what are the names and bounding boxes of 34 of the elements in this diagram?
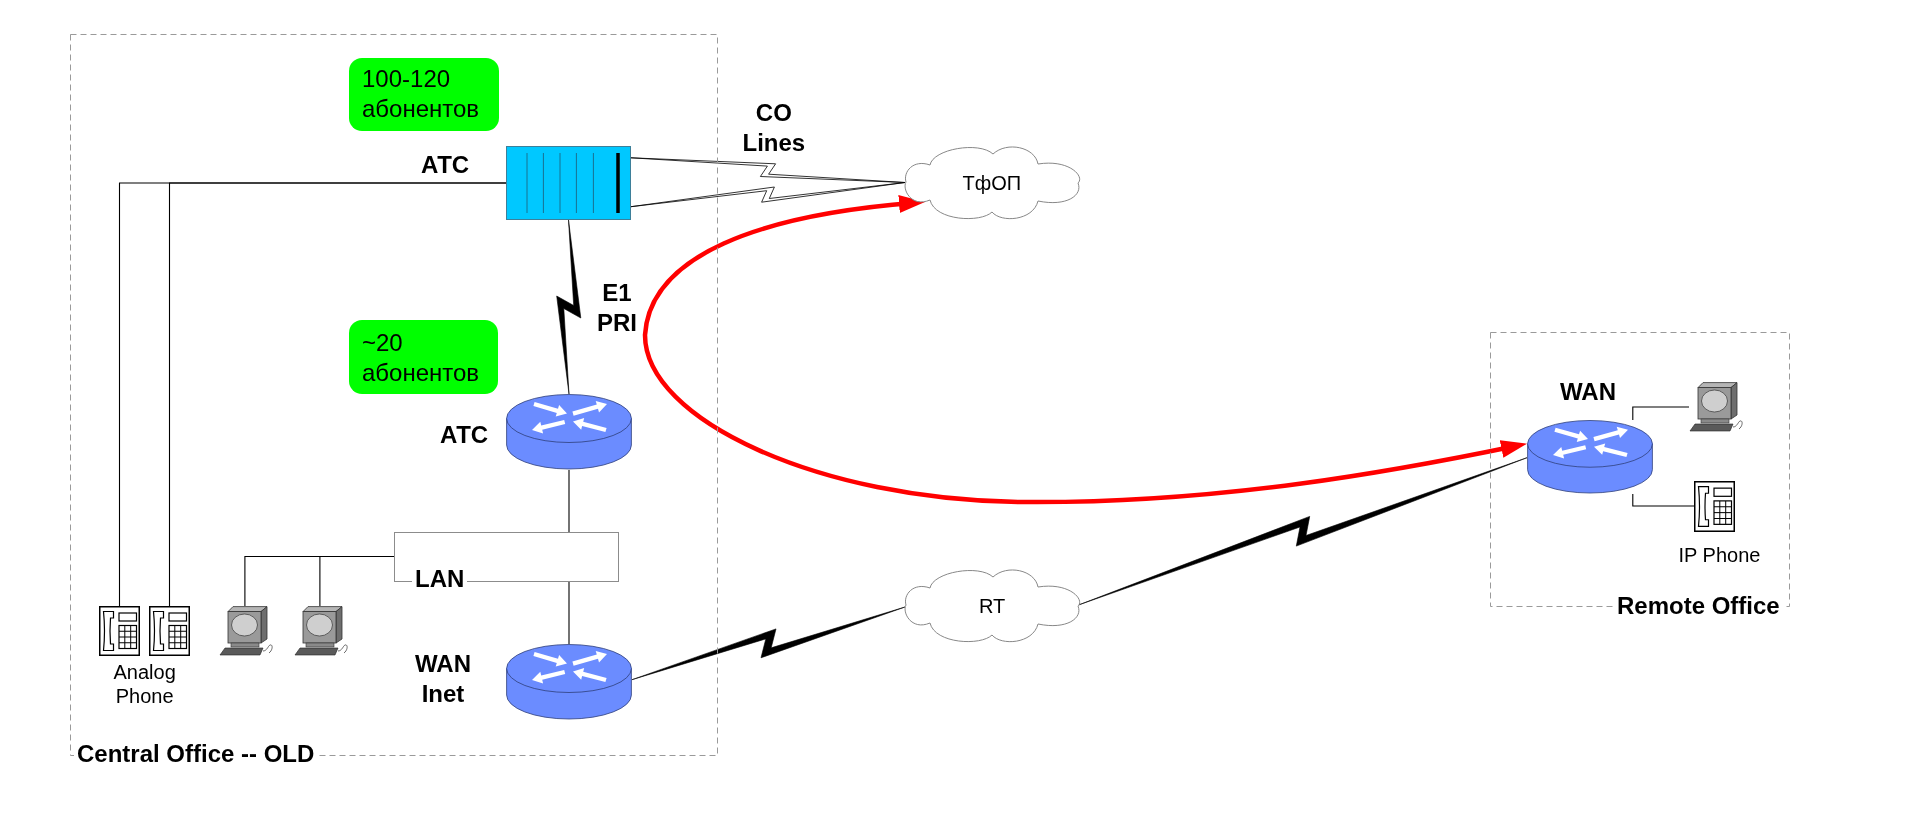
device-label: WAN: [1560, 377, 1616, 407]
device-label: WAN Inet: [415, 649, 471, 709]
desk-phone-icon: [149, 606, 190, 656]
lightning-link: [631, 606, 906, 680]
computer-icon: [294, 606, 348, 656]
connection-line: [568, 469, 570, 533]
router-icon: [506, 394, 632, 470]
note-panel: [349, 58, 499, 131]
connection-line: [1632, 493, 1695, 507]
computer-icon: [219, 606, 273, 656]
device-label: АТС: [440, 420, 489, 450]
note-text: ~20 абонентов: [362, 328, 481, 388]
router-icon: [506, 644, 632, 720]
device-label: АТС: [421, 150, 470, 180]
device-label: Analog Phone: [113, 660, 176, 708]
connection-line: [1632, 406, 1690, 421]
network-cloud: [905, 145, 1079, 220]
lightning-link: [1078, 457, 1528, 606]
desk-phone-icon: [1694, 481, 1735, 532]
desk-phone-icon: [99, 606, 140, 656]
computer-icon: [1689, 382, 1743, 432]
note-panel: [349, 320, 498, 394]
cloud-label: RT: [979, 593, 1006, 618]
router-icon: [1527, 420, 1653, 494]
note-text: 100-120 абонентов: [362, 64, 481, 124]
network-cloud: [905, 568, 1079, 643]
device-label: IP Phone: [1678, 543, 1761, 567]
connection-line: [568, 581, 570, 645]
pbx-rack-icon: [506, 146, 631, 220]
lightning-link: [630, 182, 906, 208]
curved-arrow: [642, 195, 1527, 505]
cloud-label: ТфОП: [962, 170, 1022, 195]
connection-line: [319, 555, 395, 607]
lightning-link: [556, 219, 582, 395]
